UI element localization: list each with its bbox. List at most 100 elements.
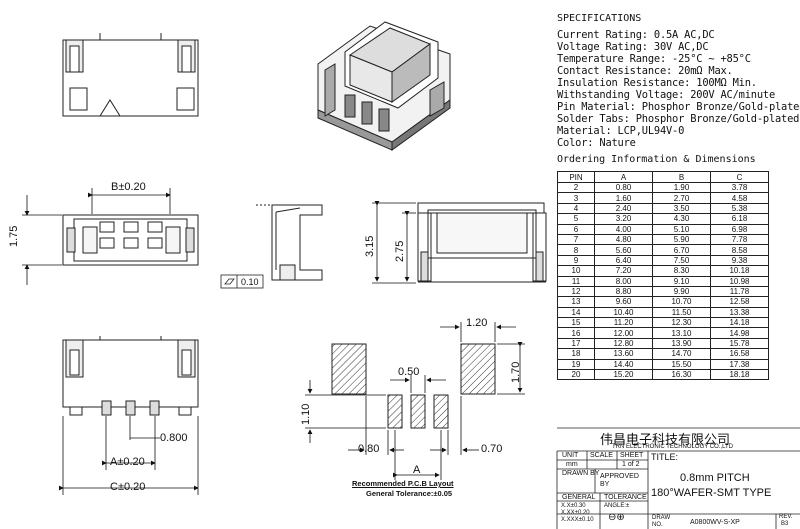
unit-label: UNIT	[562, 452, 579, 459]
pcb-dim-lines	[305, 322, 525, 480]
table-cell: 19	[557, 358, 595, 371]
table-cell: 8.30	[652, 265, 711, 277]
table-cell: 12.30	[652, 317, 711, 329]
title-line-1: 0.8mm PITCH	[680, 472, 750, 484]
title-block-frame	[556, 427, 800, 529]
table-cell: 8.58	[710, 244, 769, 256]
table-cell: 14	[557, 306, 595, 319]
ordering-heading: Ordering Information & Dimensions	[557, 154, 756, 165]
table-cell: 5.10	[652, 223, 711, 235]
table-cell: 6.40	[594, 254, 653, 267]
table-cell: 4.30	[652, 213, 711, 225]
table-cell: 16	[557, 327, 595, 339]
spec-line-solder-tabs: Solder Tabs: Phosphor Bronze/Gold-plated	[557, 113, 800, 125]
approved-by-label: APPROVED BY	[600, 473, 639, 488]
title-label: TITLE:	[651, 452, 679, 462]
drawn-by-label: DRAWN BY	[562, 470, 600, 477]
table-cell: 2	[557, 181, 595, 194]
table-cell: 14.18	[710, 317, 769, 329]
dim-bottom-lines	[59, 416, 199, 495]
table-cell: 11	[557, 275, 595, 287]
dim-b-label: B±0.20	[111, 181, 146, 193]
table-cell: 11.20	[594, 317, 653, 329]
title-line-2: 180°WAFER-SMT TYPE	[651, 487, 772, 499]
scale-label: SCALE	[590, 452, 613, 459]
dim-a-label: A±0.20	[110, 456, 145, 468]
table-cell: 11.78	[710, 285, 769, 298]
sheet-label: SHEET	[620, 452, 644, 459]
table-cell: 9	[557, 254, 595, 267]
table-cell: 13.38	[710, 306, 769, 319]
table-cell: 10	[557, 265, 595, 277]
table-cell: 3	[557, 192, 595, 204]
sheet-value: 1 of 2	[622, 461, 640, 468]
pcb-dim-070-label: 0.70	[481, 443, 503, 455]
table-cell: 4	[557, 202, 595, 215]
dim-height-lines	[372, 201, 416, 284]
table-cell: 14.70	[652, 348, 711, 360]
table-cell: 13	[557, 296, 595, 308]
table-cell: 6	[557, 223, 595, 235]
projection-icon: ⊖⊕	[608, 512, 625, 523]
table-cell: 6.18	[710, 213, 769, 225]
company-name-en: TRN ELECTRONIC TECHNOLOGY CO.,LTD	[612, 444, 734, 450]
unit-value: mm	[566, 461, 578, 468]
table-cell: 2.70	[652, 192, 711, 204]
table-cell: 15.50	[652, 358, 711, 371]
table-cell: 11.50	[652, 306, 711, 319]
table-cell: 5.60	[594, 244, 653, 256]
table-cell: 20	[557, 369, 595, 381]
table-cell: 5.38	[710, 202, 769, 215]
table-cell: 15.20	[594, 369, 653, 381]
table-cell: 9.38	[710, 254, 769, 267]
pcb-dim-120-label: 1.20	[466, 317, 488, 329]
table-cell: 2.40	[594, 202, 653, 215]
general-label: GENERAL	[562, 494, 596, 501]
pcb-note-title: Recommended P.C.B Layout	[352, 479, 454, 488]
table-cell: 14.98	[710, 327, 769, 339]
table-cell: 10.40	[594, 306, 653, 319]
table-cell: 6.70	[652, 244, 711, 256]
spec-line-withstanding: Withstanding Voltage: 200V AC/minute	[557, 89, 776, 101]
table-cell: 10.98	[710, 275, 769, 287]
table-cell: 9.10	[652, 275, 711, 287]
table-cell: 1.90	[652, 181, 711, 194]
table-cell: 12	[557, 285, 595, 298]
pcb-dim-050-label: 0.50	[398, 366, 420, 378]
table-cell: 7.20	[594, 265, 653, 277]
table-cell: 3.20	[594, 213, 653, 225]
table-cell: 4.58	[710, 192, 769, 204]
bottom-view	[62, 336, 199, 416]
dim-c-label: C±0.20	[110, 481, 146, 493]
table-cell: 0.80	[594, 181, 653, 194]
pcb-dim-080-label: 0.80	[358, 443, 380, 455]
angle-label: ANGLE:±	[604, 503, 630, 509]
spec-line-contact: Contact Resistance: 20mΩ Max.	[557, 65, 733, 77]
col-header-b: B	[652, 171, 711, 183]
table-cell: 18	[557, 348, 595, 360]
table-cell: 1.60	[594, 192, 653, 204]
table-cell: 13.60	[594, 348, 653, 360]
table-cell: 7.50	[652, 254, 711, 267]
pcb-dim-170-label: 1.70	[510, 361, 522, 383]
dim-0800-label: 0.800	[160, 432, 188, 444]
spec-line-pin-material: Pin Material: Phosphor Bronze/Gold-plate…	[557, 101, 800, 113]
flatness-box	[220, 274, 264, 289]
table-cell: 5	[557, 213, 595, 225]
side-view	[256, 204, 323, 281]
dim-315-label: 3.15	[364, 235, 376, 257]
table-cell: 16.58	[710, 348, 769, 360]
dim-flatness-label: 0.10	[241, 277, 259, 287]
table-cell: 17	[557, 337, 595, 350]
